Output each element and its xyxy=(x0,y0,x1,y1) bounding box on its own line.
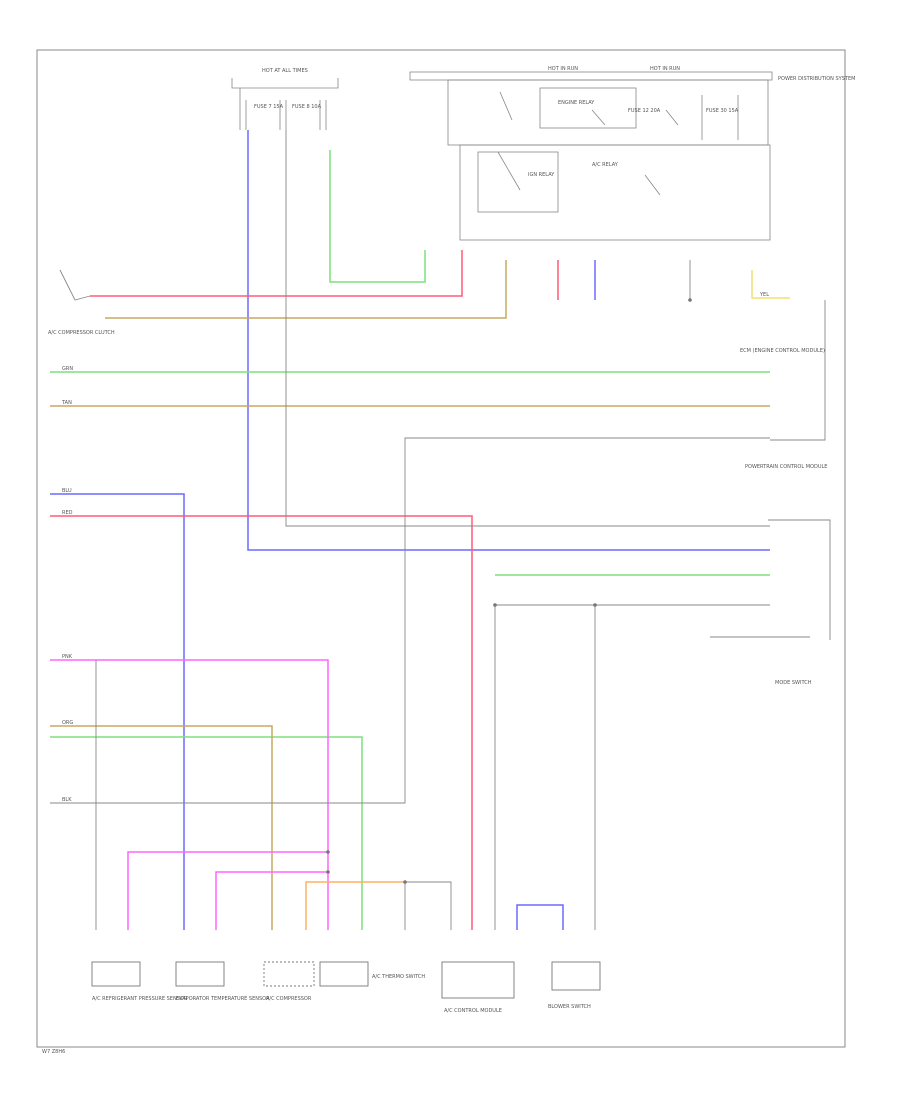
wire-label-tan: TAN xyxy=(61,400,72,406)
wire-pink xyxy=(50,659,329,930)
note-ecm: ECM (ENGINE CONTROL MODULE) xyxy=(740,348,825,354)
bottom-components xyxy=(91,961,601,999)
wire-red xyxy=(50,250,559,930)
relay-label-2: ENGINE RELAY xyxy=(558,100,595,106)
fuse-block-left xyxy=(231,78,339,130)
wire-label-blk: BLK xyxy=(62,797,72,803)
header-hot-right: HOT IN RUN xyxy=(650,66,680,72)
note-mode-switch: MODE SWITCH xyxy=(775,680,812,686)
header-hot-left: HOT AT ALL TIMES xyxy=(262,68,308,74)
bottom-label-4: A/C THERMO SWITCH xyxy=(372,974,425,980)
bottom-label-6: BLOWER SWITCH xyxy=(548,1004,591,1010)
wire-black xyxy=(50,130,831,930)
fuse-label-3: FUSE 12 20A xyxy=(628,108,661,114)
relay-label-1: IGN RELAY xyxy=(528,172,555,178)
bottom-label-1: A/C REFRIGERANT PRESSURE SENSOR xyxy=(92,996,188,1002)
junction-dots xyxy=(326,298,692,884)
wire-label-blu: BLU xyxy=(62,488,72,494)
wire-label-yel: YEL xyxy=(759,292,769,298)
wire-label-pnk: PNK xyxy=(62,654,73,660)
bottom-label-2: EVAPORATOR TEMPERATURE SENSOR xyxy=(176,996,270,1002)
wire-tan xyxy=(50,260,770,930)
bottom-label-3: A/C COMPRESSOR xyxy=(266,996,312,1002)
header-hot-mid: HOT IN RUN xyxy=(548,66,578,72)
wire-orange xyxy=(305,881,405,930)
fuse-label-4: FUSE 30 15A xyxy=(706,108,739,114)
fuse-block-right xyxy=(409,71,773,241)
wire-label-grn: GRN xyxy=(62,366,73,372)
fuse-label-2: FUSE 8 10A xyxy=(292,104,322,110)
diagram-frame xyxy=(36,49,846,1048)
fuse-label-1: FUSE 7 15A xyxy=(254,104,284,110)
wire-green xyxy=(50,150,770,930)
wire-yellow xyxy=(751,270,790,299)
wire-label-org: ORG xyxy=(62,720,73,726)
left-component-label: A/C COMPRESSOR CLUTCH xyxy=(48,330,115,336)
note-power-distribution: POWER DISTRIBUTION SYSTEM xyxy=(778,76,855,82)
relay-label-3: A/C RELAY xyxy=(592,162,619,168)
note-pcm: POWERTRAIN CONTROL MODULE xyxy=(745,464,827,470)
wire-label-red: RED xyxy=(62,510,73,516)
bottom-label-5: A/C CONTROL MODULE xyxy=(444,1008,502,1014)
wire-blue xyxy=(50,130,770,930)
footer-code: W7 Z8H6 xyxy=(42,1049,65,1055)
